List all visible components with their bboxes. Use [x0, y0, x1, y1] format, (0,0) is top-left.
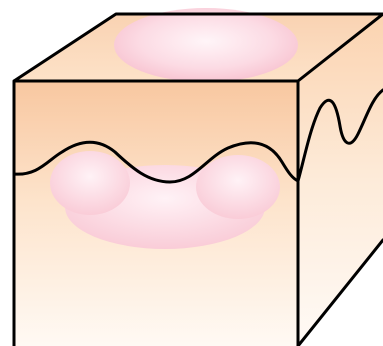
right-blob-lobe: [196, 155, 280, 219]
left-blob-lobe: [50, 151, 130, 215]
top-blob: [114, 8, 298, 82]
